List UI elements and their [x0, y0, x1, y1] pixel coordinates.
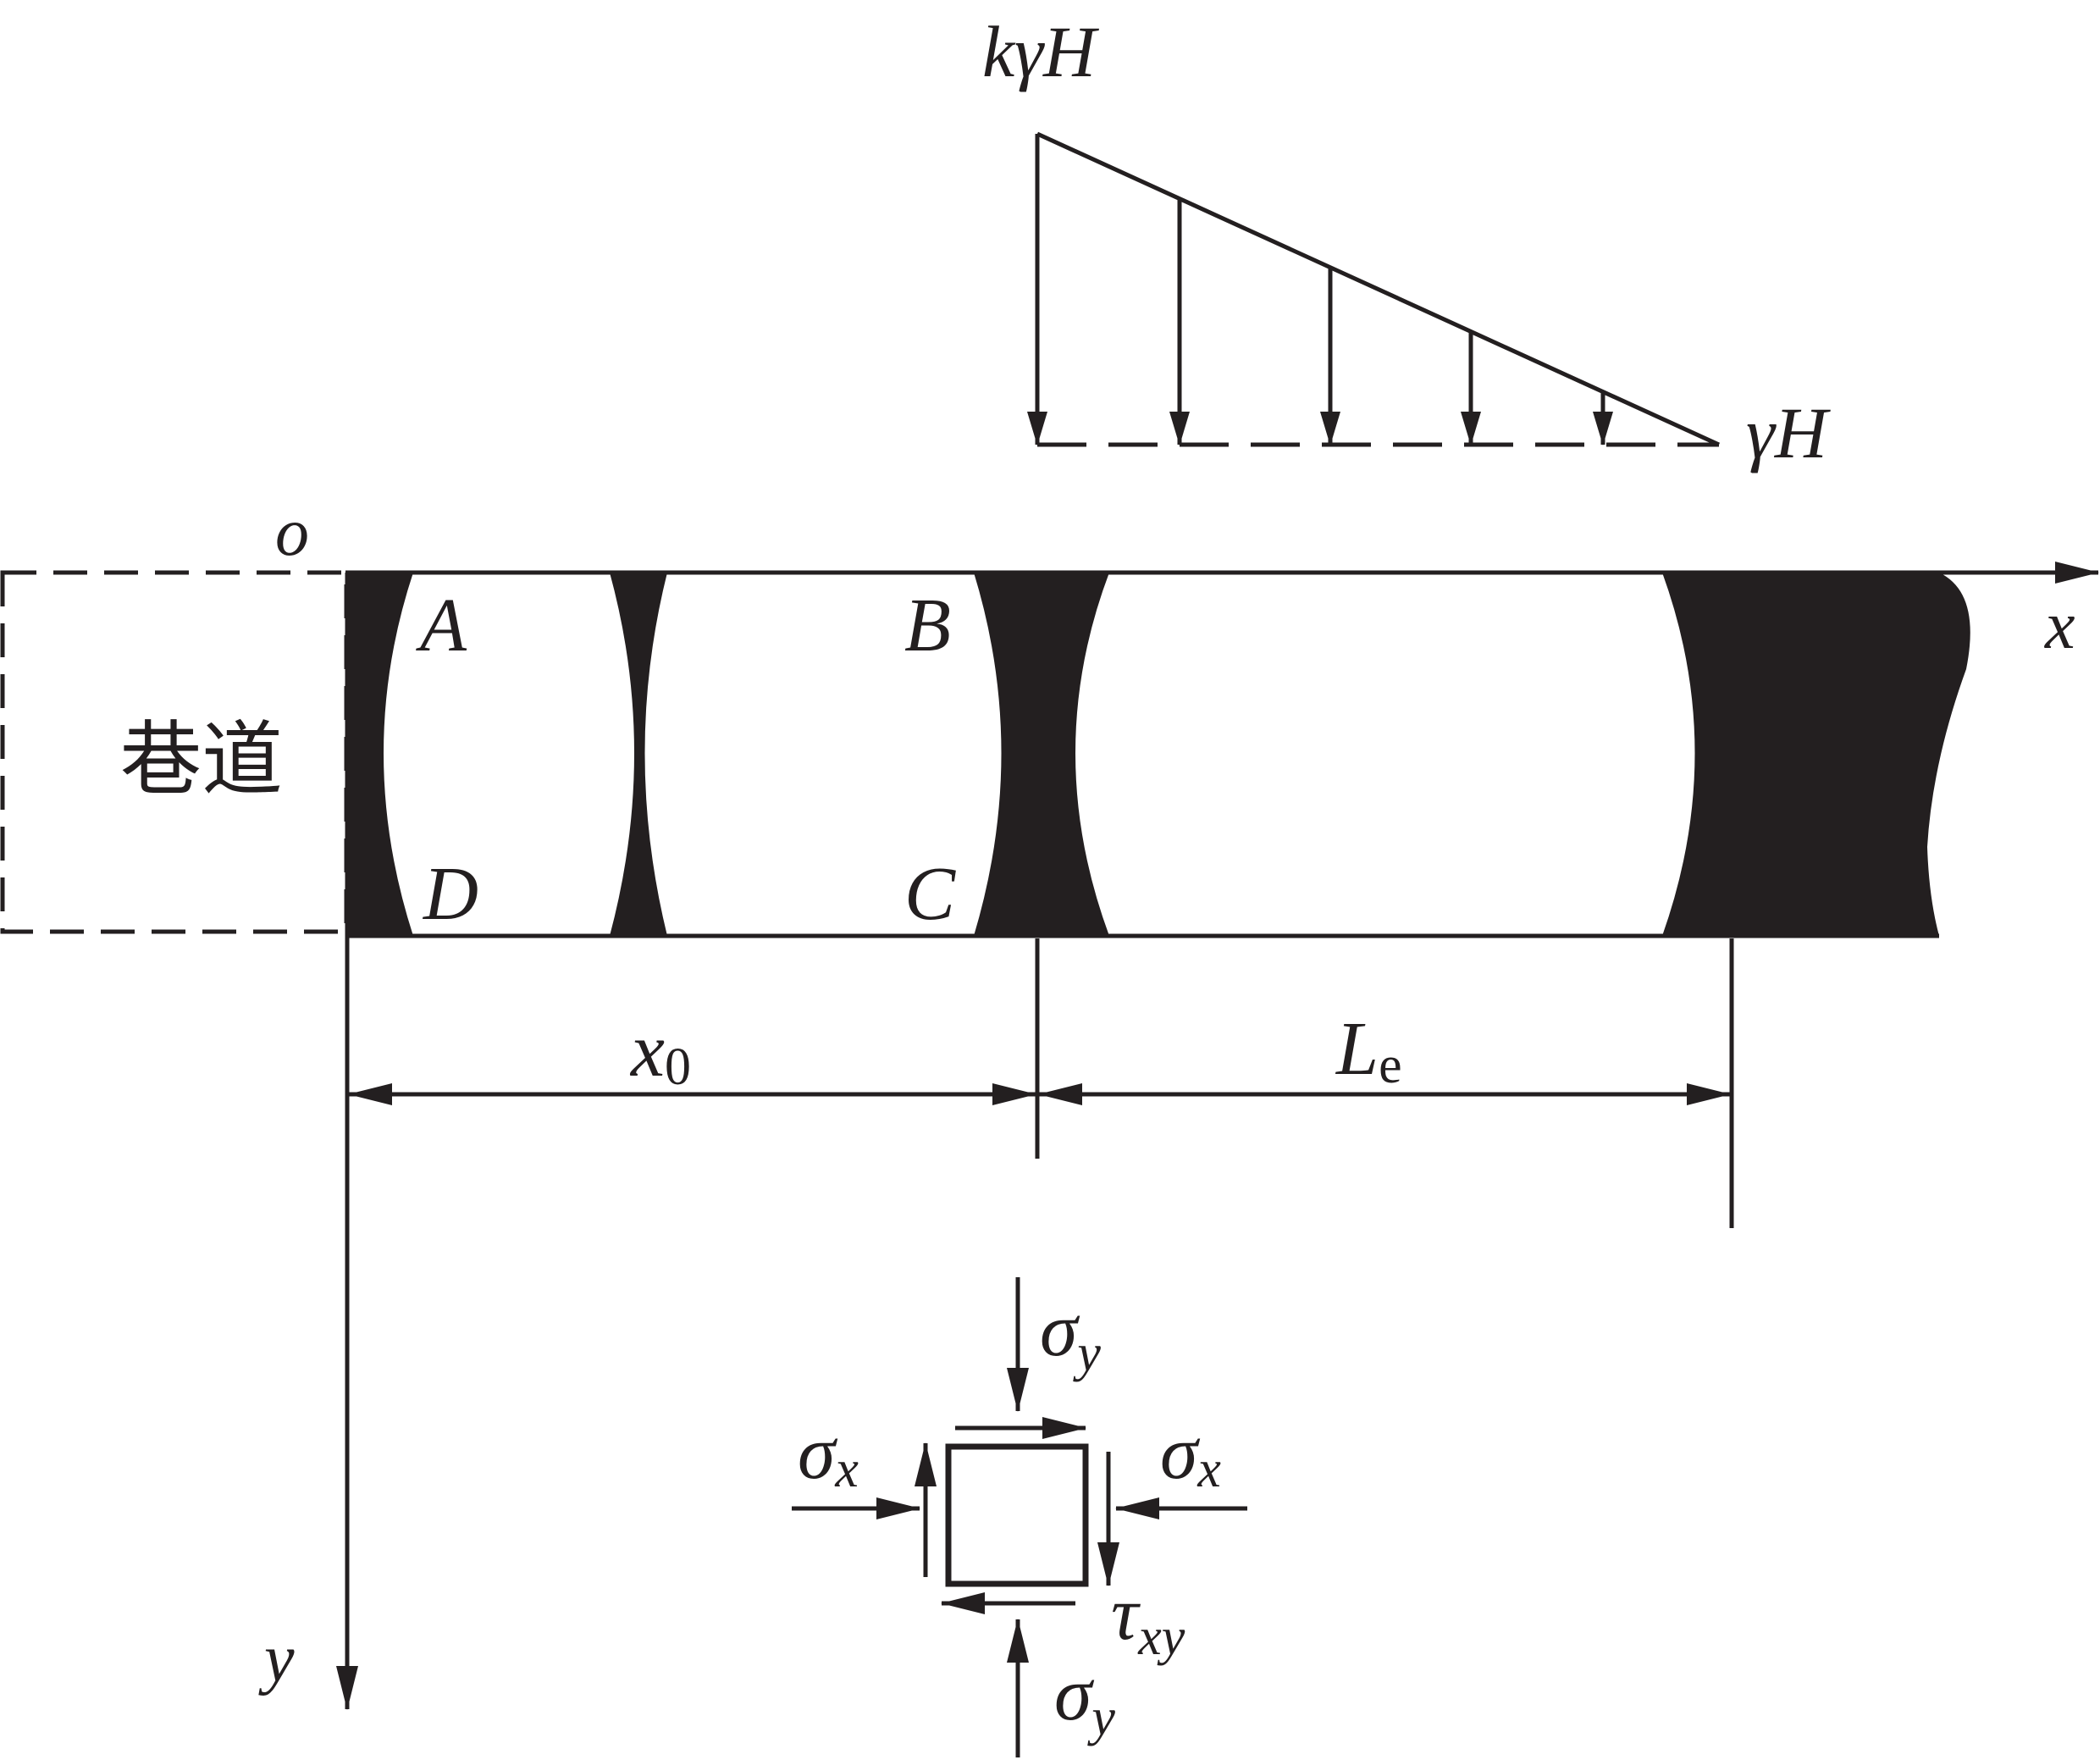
- point-d-label: D: [422, 852, 478, 936]
- overburden-load: [1027, 131, 1721, 447]
- load-top-label: kγH: [982, 11, 1099, 92]
- load-end-label: γH: [1746, 392, 1831, 473]
- dimensions: [348, 938, 1734, 1228]
- pillar-core-middle: [974, 573, 1109, 936]
- origin-label: o: [275, 495, 309, 570]
- le-label: Le: [1335, 1007, 1402, 1094]
- stress-element-square: [945, 1443, 1089, 1587]
- pillar-lens-1: [610, 573, 667, 936]
- sigma-x-right-label: σx: [1160, 1411, 1221, 1498]
- stress-element: [792, 1277, 1247, 1757]
- tau-xy-label: τxy: [1111, 1572, 1185, 1666]
- point-c-label: C: [904, 852, 956, 936]
- point-a-label: A: [416, 584, 467, 667]
- pillar-edge-right: [1662, 573, 1970, 936]
- pillar-edge-left: [347, 573, 413, 936]
- sigma-x-left-label: σx: [798, 1411, 859, 1498]
- y-axis-label: y: [258, 1622, 295, 1696]
- sigma-y-bottom-label: σy: [1054, 1652, 1115, 1746]
- point-b-label: B: [904, 584, 951, 667]
- x-axis-label: x: [2044, 589, 2075, 663]
- pillar-profile: [347, 573, 1970, 936]
- roadway-label: 巷道: [120, 712, 283, 807]
- x0-label: x0: [629, 1009, 691, 1096]
- sigma-y-top-label: σy: [1040, 1288, 1101, 1382]
- load-slope-line: [1036, 131, 1721, 447]
